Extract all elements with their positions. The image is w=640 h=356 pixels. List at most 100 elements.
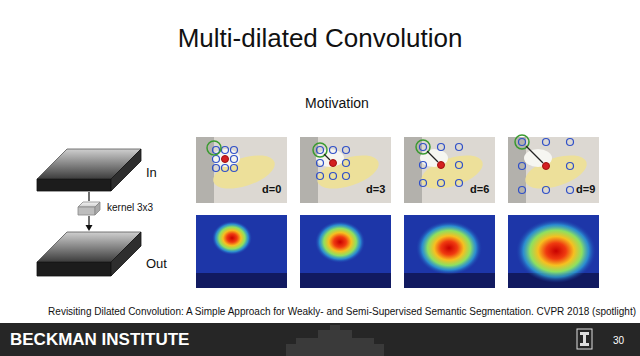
sample-point [231,165,238,172]
feature-map: In [36,148,159,192]
connector-line [88,192,89,201]
heat-blob [212,221,252,255]
offset-line [427,151,438,162]
slab-shape [36,148,142,192]
sample-point [231,156,238,163]
heat-shade [300,273,391,288]
photo-ground [404,137,495,203]
sample-point [231,147,238,154]
photo-wash [196,137,287,203]
offset-line [526,146,543,163]
example-image [300,137,391,203]
dilation-label: d=0 [262,183,281,196]
sample-point [519,163,526,170]
sample-point [567,163,574,170]
source-ring [207,141,221,155]
example-image [508,135,599,203]
front-face [37,179,111,191]
heat-ground [196,215,287,288]
sample-point [456,180,463,187]
heat-ground [300,215,391,288]
sample-point [543,187,550,194]
sample-point [213,156,220,163]
building-silhouette [286,325,384,356]
photo-wash [404,137,495,203]
heat-blob [416,221,482,275]
layer-label: In [146,166,157,181]
sample-point [343,160,350,167]
sample-point [519,187,526,194]
center-point [330,160,337,167]
heat-ground [404,215,495,288]
photo-ground [300,137,391,203]
heatmap [196,215,287,288]
kernel-block: kernel 3x3 [77,201,156,216]
connector [89,192,90,201]
sample-point [317,160,324,167]
heatmap [508,215,599,288]
heat-blob [315,221,365,263]
offset-line [324,154,330,160]
photo-ground [196,137,287,203]
connector-line [88,216,89,226]
sample-point [567,187,574,194]
heat-shade [196,273,287,288]
page-number: 30 [613,335,624,347]
photo-ground [508,137,599,203]
sample-point [519,139,526,146]
side-face [95,202,100,215]
university-logo [577,329,592,349]
sample-point [343,147,350,154]
slide-title: Multi-dilated Convolution [0,24,640,54]
slab-shape [36,231,142,277]
heat-blob [516,219,596,283]
kernel-label: kernel 3x3 [107,202,153,214]
dilation-label: d=6 [470,183,489,196]
heat-ground [508,215,599,288]
dilation-label: d=9 [576,183,595,196]
center-point [438,162,445,169]
sample-point [330,147,337,154]
photo-wash [508,137,599,203]
heatmap [300,215,391,288]
arrowhead [86,225,93,231]
sample-point [222,165,229,172]
sample-point [317,173,324,180]
citation: Revisiting Dilated Convolution: A Simple… [48,306,636,318]
sample-point [213,165,220,172]
center-point [543,163,550,170]
sample-point [420,144,427,151]
side-face [111,149,141,191]
example-image [196,137,287,203]
example-image [404,137,495,203]
photo-wash [300,137,391,203]
side-face [111,232,141,276]
sample-point [317,147,324,154]
kernel-shape [77,201,101,216]
sample-point [456,162,463,169]
feature-map: Out [36,231,169,277]
sample-point [330,173,337,180]
section-heading: Motivation [305,95,369,111]
sample-point [343,173,350,180]
sample-point [420,162,427,169]
sample-point [438,180,445,187]
connector [86,216,93,231]
heat-shade [404,273,495,288]
dilation-label: d=3 [366,183,385,196]
sample-point [543,139,550,146]
front-face [78,207,95,215]
sample-point [456,144,463,151]
example-panels [196,135,599,288]
center-point [222,156,229,163]
sample-point [567,139,574,146]
front-face [37,262,111,276]
sample-point [222,147,229,154]
institute-name: BECKMAN INSTITUTE [10,330,189,350]
layer-label: Out [146,257,167,272]
heatmap [404,215,495,288]
sample-point [420,180,427,187]
sample-point [438,144,445,151]
footer-bar [0,323,640,356]
